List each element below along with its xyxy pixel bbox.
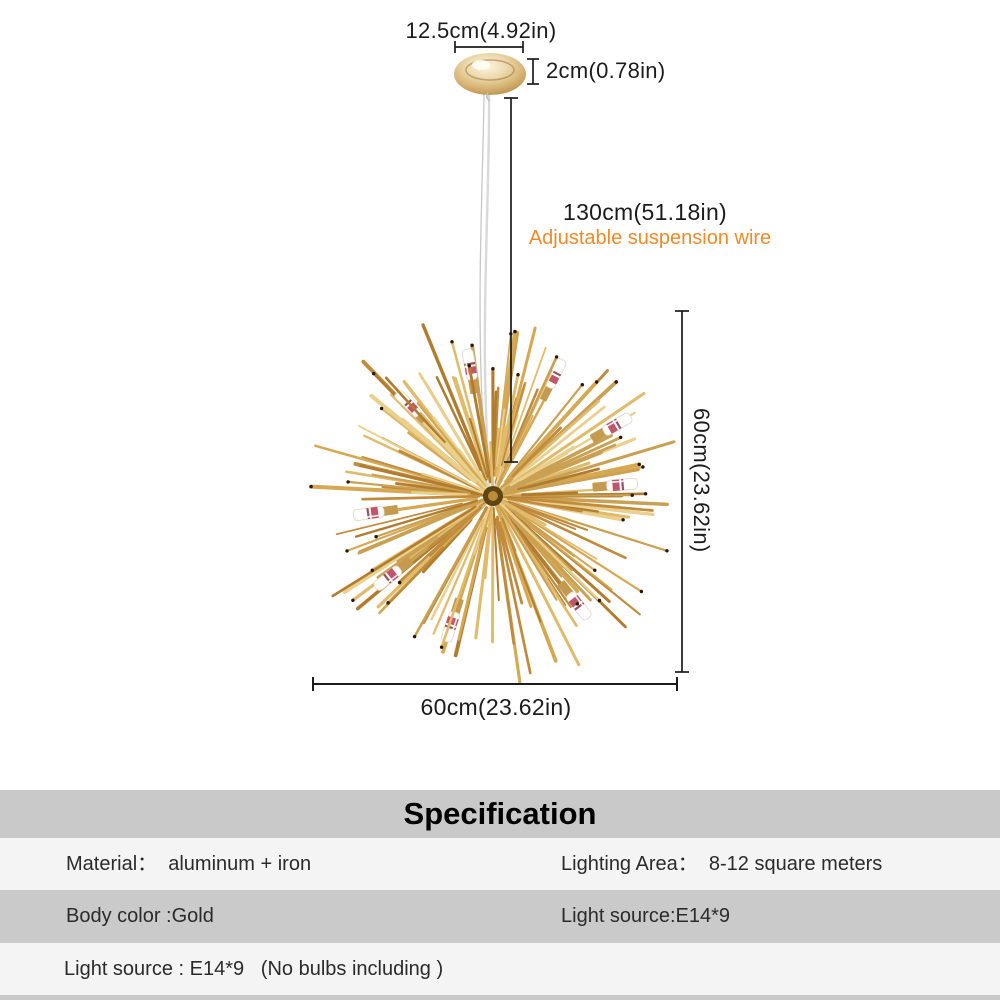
dim-line-fixture-height <box>675 310 689 673</box>
spec-lighting-area: Lighting Area： 8-12 square meters <box>561 853 883 875</box>
dimension-lines <box>312 41 689 691</box>
dim-line-fixture-width <box>312 677 678 691</box>
chandelier-sputnik <box>309 323 676 684</box>
specification-section: Specification Material： aluminum + iron … <box>0 790 1000 1000</box>
spec-light-source-note: Light source : E14*9 (No bulbs including… <box>64 958 444 980</box>
specification-title: Specification <box>0 790 1000 838</box>
spec-row-material: Material： aluminum + iron Lighting Area：… <box>0 838 1000 890</box>
ceiling-canopy <box>454 53 526 102</box>
canopy-width-label: 12.5cm(4.92in) <box>405 18 557 43</box>
wire-length-label: 130cm(51.18in) <box>562 199 727 225</box>
dim-line-wire-length <box>504 97 518 463</box>
wire-note-label: Adjustable suspension wire <box>528 227 772 249</box>
spec-light-source: Light source:E14*9 <box>561 905 731 927</box>
suspension-wire <box>479 93 491 497</box>
dim-bracket-canopy-height <box>527 58 539 85</box>
spec-row-body-color: Body color :Gold Light source:E14*9 <box>0 890 1000 943</box>
spec-row-light-source: Light source : E14*9 (No bulbs including… <box>0 943 1000 995</box>
fixture-height-label: 60cm(23.62in) <box>689 408 714 553</box>
fixture-width-label: 60cm(23.62in) <box>420 694 572 720</box>
dim-line-canopy-width <box>454 41 524 53</box>
canopy-height-label: 2cm(0.78in) <box>546 58 666 83</box>
spec-body-color: Body color :Gold <box>66 905 214 927</box>
spec-material: Material： aluminum + iron <box>66 853 312 875</box>
spec-bottom-strip <box>0 995 1000 1000</box>
